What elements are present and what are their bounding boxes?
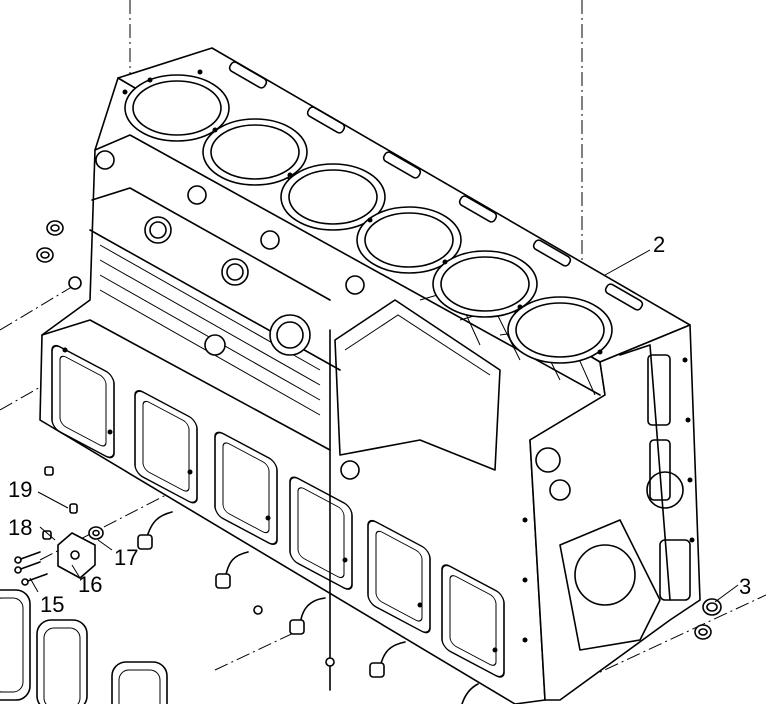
callout-18: 18 (8, 515, 32, 540)
distribution-block (57, 532, 96, 579)
inspection-openings (51, 344, 505, 678)
bosses (95, 150, 571, 501)
cylinder-bore (280, 163, 386, 231)
callouts: 2 3 19 18 17 16 15 (8, 232, 751, 617)
leader-lines (29, 249, 739, 603)
inspection-opening (289, 476, 353, 590)
plug-18 (42, 530, 52, 540)
cylinder-bore (202, 118, 308, 186)
deck-slots (228, 61, 644, 311)
callout-19: 19 (8, 477, 32, 502)
cylinder-bores (124, 74, 613, 364)
cylinder-bore (124, 74, 230, 142)
cylinder-bore (356, 206, 462, 274)
inspection-opening (367, 519, 431, 634)
callout-15: 15 (40, 592, 64, 617)
inspection-opening (214, 431, 278, 545)
plug-19 (69, 503, 78, 514)
callout-16: 16 (78, 572, 102, 597)
part-3-seal-ring (694, 598, 722, 640)
inspection-opening (441, 564, 505, 678)
o-ring (88, 526, 104, 540)
fitting-parts-cluster (14, 466, 104, 586)
callout-17: 17 (114, 545, 138, 570)
bolt-holes (62, 69, 695, 653)
pipe-fittings (137, 511, 479, 704)
cover-gaskets (0, 589, 168, 704)
engine-block (39, 47, 701, 704)
callout-3: 3 (739, 574, 751, 599)
bolts-15 (14, 551, 48, 586)
inspection-opening (51, 344, 115, 459)
seal-rings-left (36, 220, 82, 290)
cylinder-bore (507, 296, 613, 364)
callout-2: 2 (653, 232, 665, 257)
cylinder-bore (432, 250, 538, 318)
inspection-opening (134, 390, 198, 504)
